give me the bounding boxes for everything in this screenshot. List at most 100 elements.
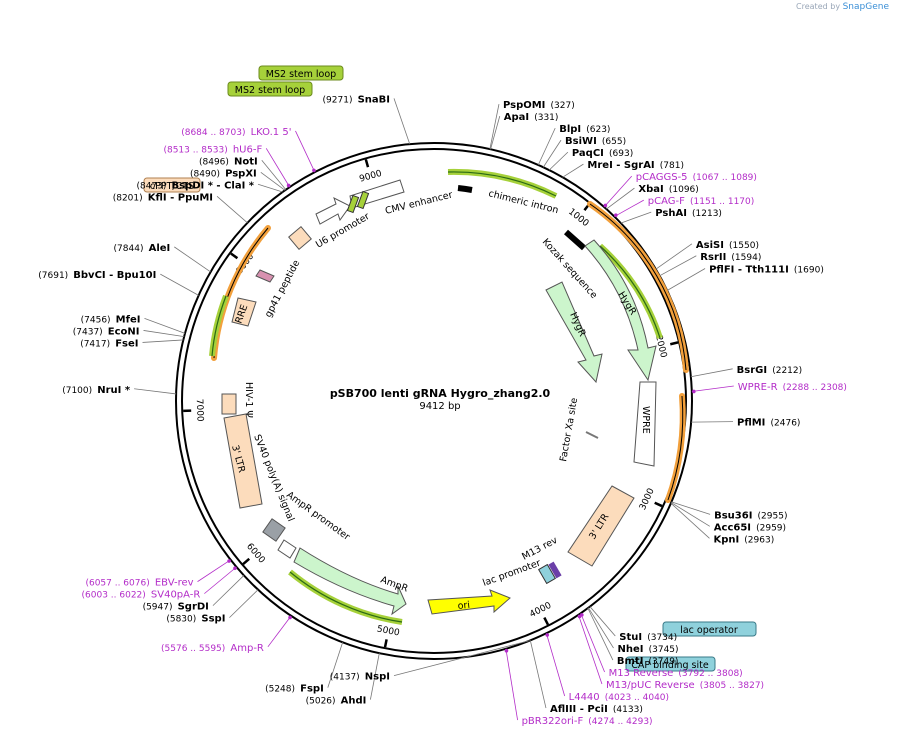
chimeric-intron-bar: [564, 229, 586, 251]
enzyme-leader: [655, 243, 693, 270]
tick-mark: [543, 616, 550, 626]
ms2-stem-loop-label-2: MS2 stem loop: [227, 81, 313, 97]
ori-arrow: [427, 589, 511, 615]
orange-feature-arc: [211, 225, 271, 361]
enzyme-name: AhdI: [341, 696, 367, 707]
enzyme-leader: [144, 318, 186, 334]
u6-promoter-arrow: [315, 197, 351, 225]
primer-leader: [545, 633, 566, 697]
cppt-cts-text: cPPT/CTS: [150, 181, 194, 192]
orange-feature-core: [213, 227, 269, 359]
enzyme-name: BsiWI: [565, 136, 597, 147]
enzyme-position: (623): [586, 125, 610, 135]
primer-range: (6057 .. 6076): [85, 579, 149, 589]
enzyme-leader: [257, 183, 283, 193]
enzyme-label: BsiWI (655): [565, 129, 626, 148]
primer-label: pBR322ori-F (4274 .. 4293): [522, 709, 653, 728]
enzyme-name: SspI: [201, 614, 225, 625]
enzyme-position: (8490): [190, 169, 220, 179]
primer-range: (4023 .. 4040): [605, 693, 669, 703]
feature-label-ori: ori: [457, 600, 470, 612]
feature-label-gp41: gp41 peptide: [263, 258, 303, 319]
enzyme-label: PflFI - Tth111I (1690): [709, 258, 824, 277]
enzyme-name: BsrGI: [737, 365, 767, 376]
feature-label-factor-xa: Factor Xa site: [558, 397, 580, 463]
lac-operator-label: lac operator: [662, 621, 757, 637]
backbone-outer: [175, 142, 693, 660]
enzyme-leader: [370, 653, 380, 700]
enzyme-leader: [542, 139, 562, 168]
tick-mark: [242, 557, 251, 565]
primer-leader: [603, 175, 633, 208]
primer-site-mark: [504, 648, 509, 653]
cppt-cts-label: cPPT/CTS: [143, 177, 201, 193]
sv40-polya-glyph: [262, 518, 286, 542]
enzyme-position: (3749): [649, 657, 679, 667]
primer-range: (5576 .. 5595): [161, 644, 225, 654]
enzyme-label: (7100) NruI *: [62, 378, 131, 397]
primer-label: (8684 .. 8703) LKO.1 5': [181, 120, 291, 139]
enzyme-position: (4137): [330, 673, 360, 683]
chimeric-intron-glyph: [457, 185, 473, 193]
backbone-inner: [181, 148, 687, 654]
enzyme-label: BsrGI (2212): [737, 358, 802, 377]
enzyme-name: BmtI: [617, 656, 644, 667]
enzyme-name: MreI - SgrAI: [587, 160, 654, 171]
enzyme-name: KpnI: [713, 534, 739, 545]
enzyme-name: NspI: [365, 672, 390, 683]
cap-site-glyph: [548, 561, 562, 579]
ms2-glyph: [346, 194, 360, 214]
tick-label: 7000: [194, 399, 205, 423]
enzyme-position: (7100): [62, 386, 92, 396]
enzyme-position: (2963): [744, 535, 774, 545]
enzyme-label: (5830) SspI: [166, 607, 225, 626]
primer-leader: [691, 385, 734, 392]
primer-site-mark: [614, 213, 618, 217]
enzyme-label: (5248) FspI: [265, 677, 324, 696]
primer-site-mark: [312, 168, 316, 173]
feature-label-wpre: WPRE: [640, 406, 651, 434]
enzyme-label: (8201) KflI - PpuMI: [113, 185, 213, 204]
enzyme-label: BmtI (3749): [617, 649, 679, 668]
enzyme-position: (7844): [114, 244, 144, 254]
hiv-psi-glyph: [221, 393, 237, 415]
enzyme-leader: [393, 640, 530, 677]
enzyme-label: (7456) MfeI: [81, 307, 141, 326]
tick-mark: [669, 341, 679, 346]
ms2-glyph: [356, 190, 370, 210]
enzyme-leader: [134, 388, 177, 395]
enzyme-position: (5026): [306, 697, 336, 707]
enzyme-leader: [690, 368, 733, 378]
enzyme-label: Bsu36I (2955): [714, 503, 787, 522]
tick-label: 3000: [638, 487, 657, 512]
enzyme-leader: [548, 151, 569, 171]
enzyme-leader: [174, 246, 211, 273]
enzyme-position: (1213): [692, 209, 722, 219]
primer-leader: [580, 613, 605, 673]
enzyme-position: (8473): [136, 181, 166, 191]
tick-mark: [383, 639, 388, 648]
orange-feature-core: [667, 395, 684, 501]
enzyme-position: (1550): [729, 241, 759, 251]
primer-label: pCAG-F (1151 .. 1170): [648, 189, 754, 208]
primer-range: (4274 .. 4293): [588, 717, 652, 727]
plasmid-name: pSB700 lenti gRNA Hygro_zhang2.0: [330, 387, 551, 400]
label-leaders: [134, 98, 734, 721]
primer-label: (6003 .. 6022) SV40pA-R: [82, 583, 201, 602]
primer-label: M13 Reverse (3792 .. 3808): [609, 661, 743, 680]
enzyme-label: (4137) NspI: [330, 665, 390, 684]
primer-leader: [265, 148, 291, 188]
enzyme-leader: [659, 255, 697, 277]
enzyme-name: PflMI: [737, 418, 765, 429]
enzyme-name: AsiSI: [696, 240, 724, 251]
feature-label-lac-promoter: lac promoter: [481, 558, 542, 589]
plasmid-length: 9412 bp: [419, 401, 460, 412]
enzyme-leader: [606, 187, 635, 210]
enzyme-position: (3745): [649, 645, 679, 655]
feature-glyphs: [209, 168, 689, 625]
primer-name: SV40pA-R: [151, 590, 200, 601]
enzyme-name: KflI - PpuMI: [148, 192, 213, 203]
enzyme-label: (8496) NotI: [199, 149, 258, 168]
enzyme-label: PflMI (2476): [737, 411, 800, 430]
primer-range: (8513 .. 8533): [163, 145, 227, 155]
